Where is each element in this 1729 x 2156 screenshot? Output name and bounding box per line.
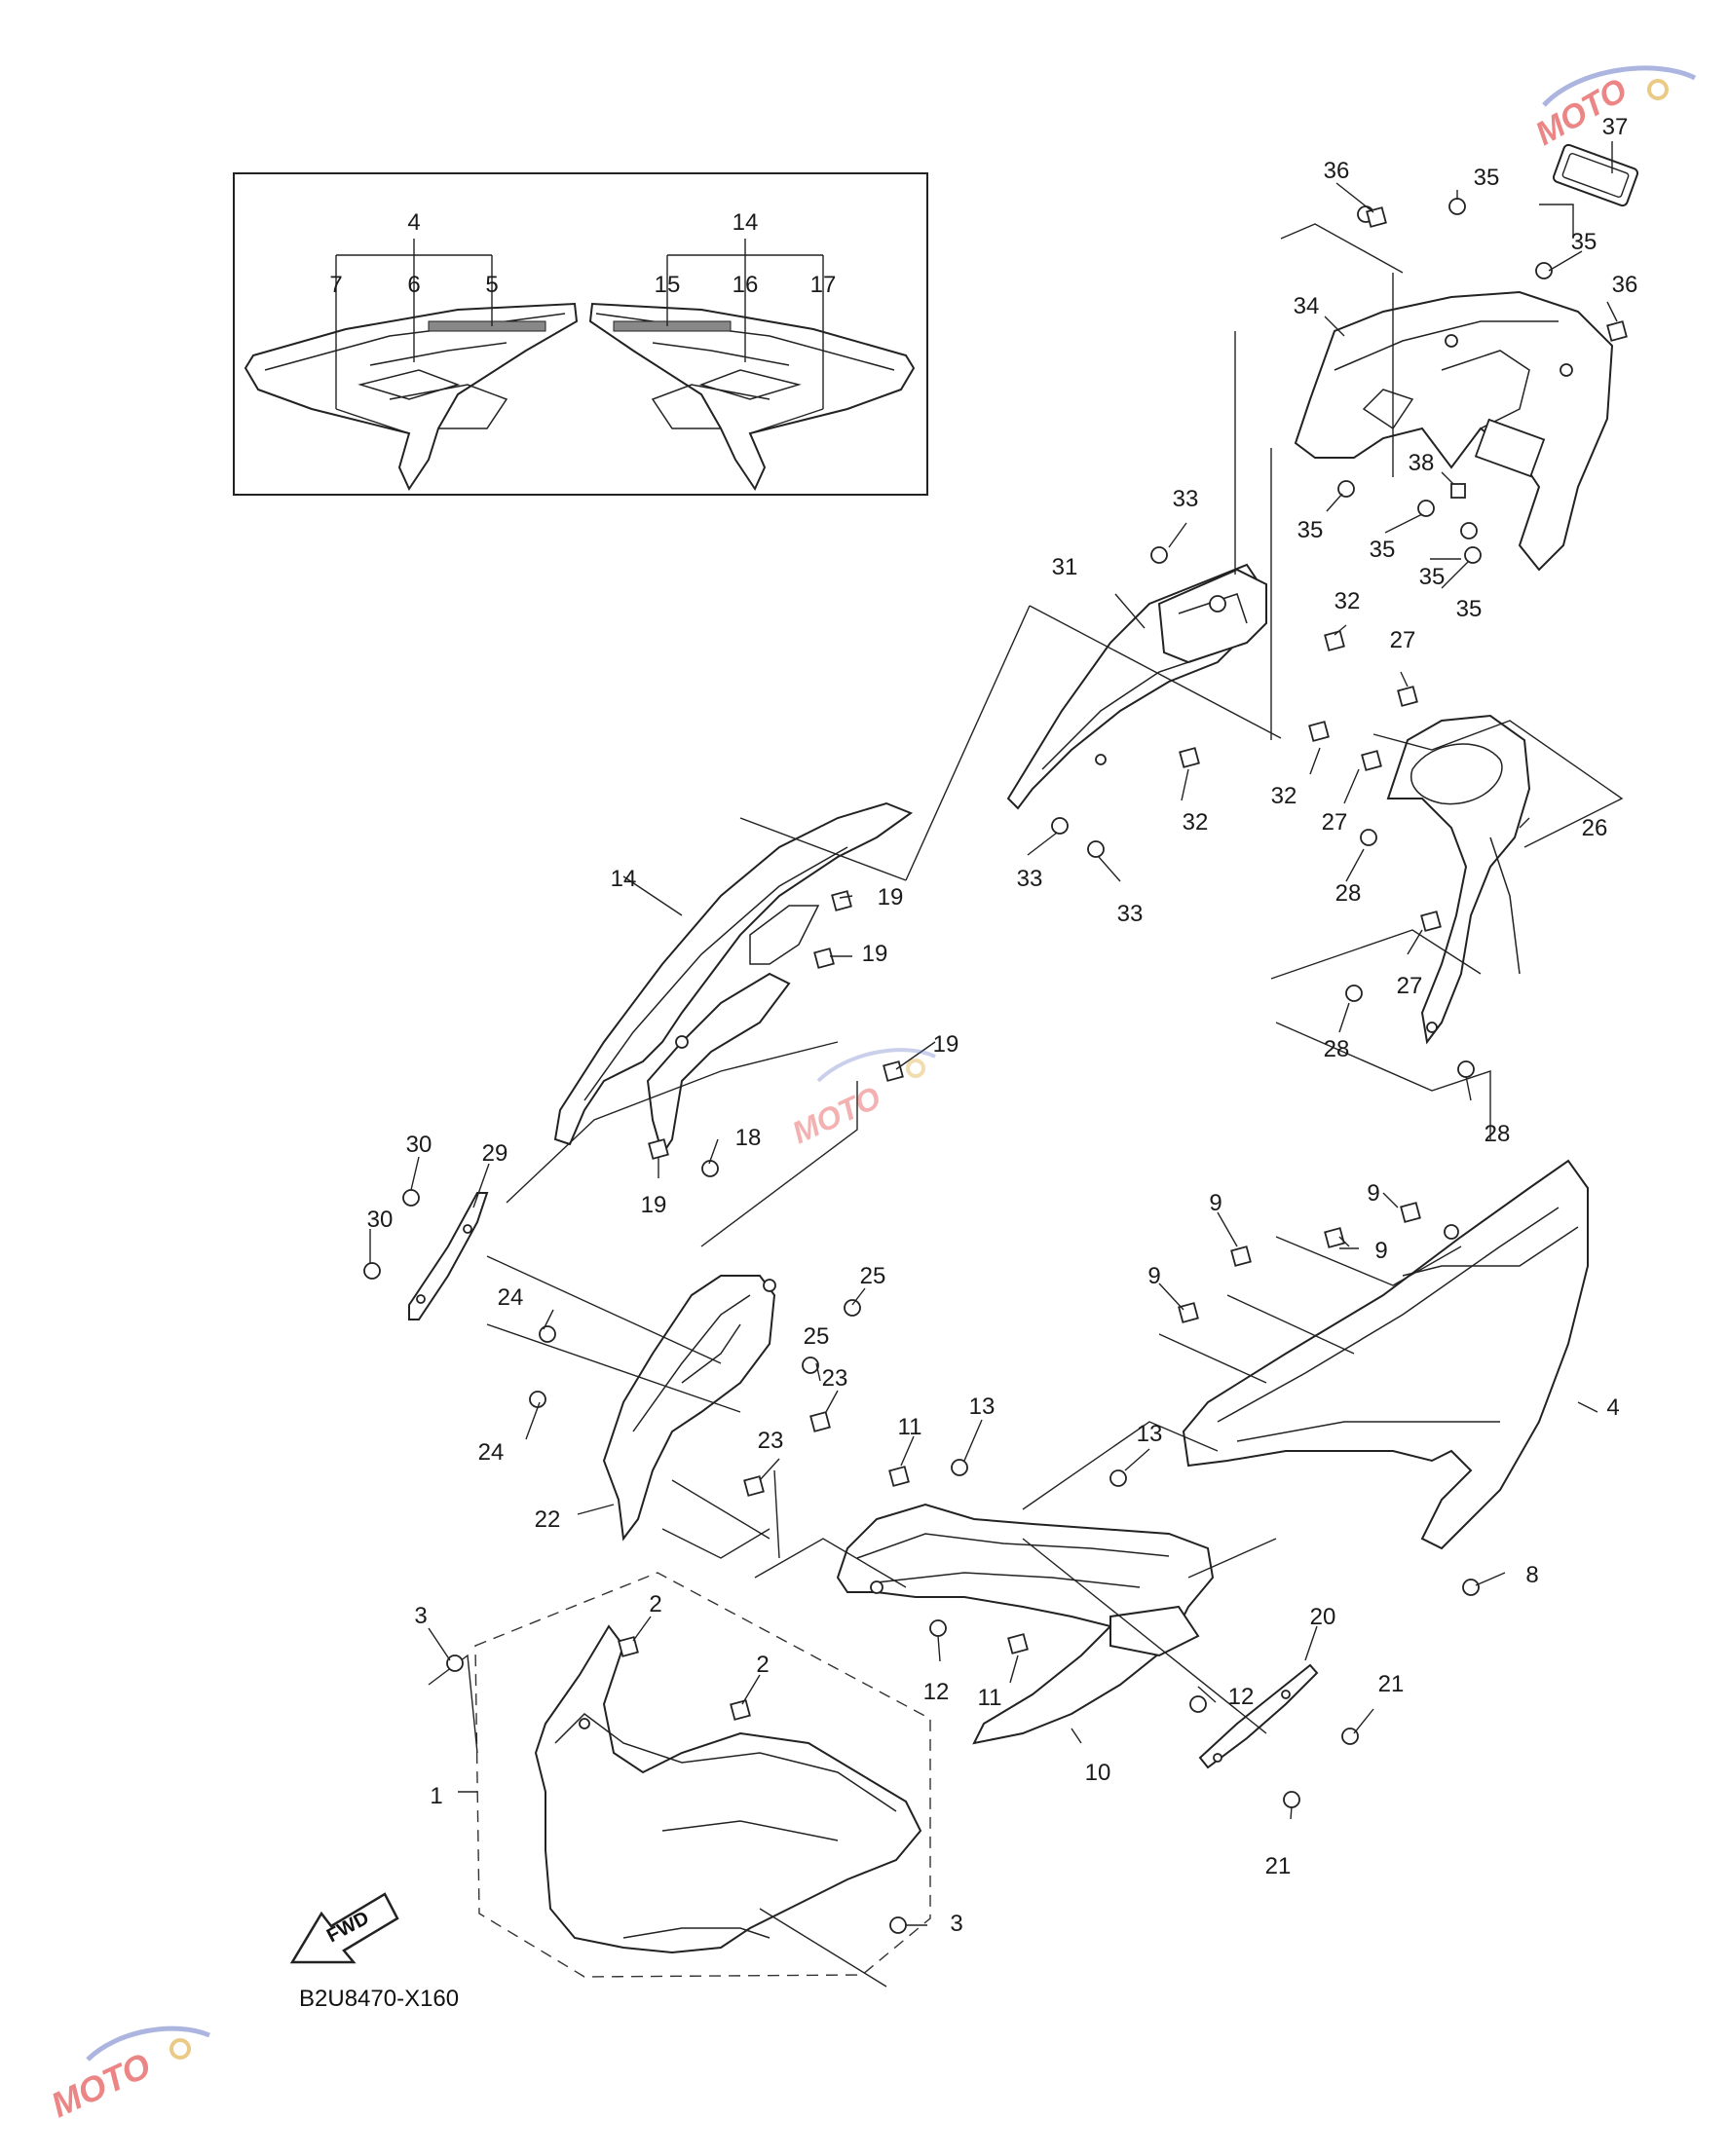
watermark-logo: MOTO bbox=[45, 2026, 210, 2126]
inset-callout-5: 5 bbox=[485, 272, 498, 298]
svg-text:MOTO: MOTO bbox=[787, 1079, 886, 1150]
inset-callout-16: 16 bbox=[733, 272, 759, 298]
callout-31: 31 bbox=[1052, 554, 1078, 580]
callout-23: 23 bbox=[822, 1365, 848, 1392]
callout-19: 19 bbox=[878, 884, 904, 911]
callout-27: 27 bbox=[1390, 627, 1416, 653]
callout-9: 9 bbox=[1209, 1190, 1222, 1216]
part-26-bracket bbox=[1386, 714, 1531, 1045]
callout-19: 19 bbox=[641, 1192, 667, 1218]
inset-callout-14: 14 bbox=[733, 209, 759, 236]
callout-19: 19 bbox=[933, 1031, 959, 1058]
callout-18: 18 bbox=[735, 1125, 762, 1151]
callout-34: 34 bbox=[1294, 293, 1320, 319]
callout-28: 28 bbox=[1324, 1036, 1350, 1062]
callout-24: 24 bbox=[498, 1284, 524, 1311]
callout-35: 35 bbox=[1370, 537, 1396, 563]
part-31-side-panel-bracket bbox=[1006, 563, 1268, 810]
callout-23: 23 bbox=[758, 1428, 784, 1454]
callout-10: 10 bbox=[1085, 1760, 1111, 1786]
part-37-reflector bbox=[1552, 141, 1639, 207]
callout-1: 1 bbox=[430, 1783, 442, 1809]
callout-9: 9 bbox=[1374, 1238, 1387, 1264]
callout-21: 21 bbox=[1378, 1671, 1405, 1697]
callout-32: 32 bbox=[1271, 783, 1297, 809]
callout-35: 35 bbox=[1474, 165, 1500, 191]
callout-27: 27 bbox=[1322, 809, 1348, 836]
callout-33: 33 bbox=[1117, 901, 1144, 927]
callout-36: 36 bbox=[1612, 272, 1638, 298]
part-22-cover bbox=[602, 1275, 776, 1542]
callout-32: 32 bbox=[1334, 588, 1361, 614]
callout-32: 32 bbox=[1183, 809, 1209, 836]
part-10-cover bbox=[836, 1503, 1215, 1745]
part-1-front-cover bbox=[474, 1572, 931, 1978]
callout-25: 25 bbox=[804, 1323, 830, 1350]
callout-24: 24 bbox=[478, 1439, 505, 1466]
callout-30: 30 bbox=[367, 1207, 394, 1233]
callout-11: 11 bbox=[978, 1685, 1002, 1711]
callout-3: 3 bbox=[950, 1911, 962, 1937]
callout-labels: 4 7 6 5 14 15 16 17 37 36 35 35 36 34 38… bbox=[329, 114, 1637, 1937]
inset-callout-15: 15 bbox=[655, 272, 681, 298]
inset-callout-7: 7 bbox=[329, 272, 342, 298]
callout-19: 19 bbox=[862, 941, 888, 967]
callout-13: 13 bbox=[1137, 1421, 1163, 1447]
callout-29: 29 bbox=[482, 1140, 508, 1167]
part-20-strip bbox=[1198, 1663, 1319, 1769]
callout-2: 2 bbox=[756, 1652, 769, 1678]
callout-27: 27 bbox=[1397, 973, 1423, 999]
callout-33: 33 bbox=[1017, 866, 1043, 892]
callout-35: 35 bbox=[1456, 596, 1483, 622]
inset-callout-17: 17 bbox=[810, 272, 837, 298]
inset-callout-6: 6 bbox=[407, 272, 420, 298]
fwd-arrow-icon: FWD bbox=[289, 1892, 399, 1964]
callout-38: 38 bbox=[1409, 450, 1435, 476]
callout-4: 4 bbox=[1606, 1394, 1619, 1421]
part-4-side-cover bbox=[1182, 1159, 1589, 1550]
callout-28: 28 bbox=[1335, 880, 1362, 907]
callout-33: 33 bbox=[1173, 486, 1199, 512]
callout-8: 8 bbox=[1525, 1562, 1538, 1588]
callout-30: 30 bbox=[406, 1132, 432, 1158]
callout-14: 14 bbox=[611, 866, 637, 892]
callout-9: 9 bbox=[1367, 1180, 1379, 1207]
callout-11: 11 bbox=[898, 1414, 922, 1440]
part-34-bracket bbox=[1294, 290, 1614, 572]
callout-35: 35 bbox=[1419, 564, 1446, 590]
callout-21: 21 bbox=[1265, 1853, 1292, 1879]
callout-35: 35 bbox=[1571, 229, 1597, 255]
callout-20: 20 bbox=[1310, 1604, 1336, 1630]
inset-callout-4: 4 bbox=[407, 209, 420, 236]
svg-text:MOTO: MOTO bbox=[1529, 71, 1634, 153]
part-14-side-cover bbox=[553, 801, 914, 1157]
callout-28: 28 bbox=[1485, 1121, 1511, 1147]
watermark-logo: MOTO bbox=[787, 1048, 936, 1150]
callout-2: 2 bbox=[649, 1591, 661, 1617]
callout-9: 9 bbox=[1147, 1263, 1160, 1289]
callout-25: 25 bbox=[860, 1263, 886, 1289]
callout-22: 22 bbox=[535, 1506, 561, 1533]
decal-inset bbox=[233, 172, 928, 496]
callout-leaders bbox=[369, 182, 1618, 1926]
callout-35: 35 bbox=[1297, 517, 1324, 543]
diagram-code: B2U8470-X160 bbox=[299, 1986, 459, 2012]
callout-26: 26 bbox=[1582, 815, 1608, 841]
callout-12: 12 bbox=[1228, 1684, 1255, 1710]
callout-37: 37 bbox=[1602, 114, 1629, 140]
callout-13: 13 bbox=[969, 1394, 996, 1420]
fasteners bbox=[363, 198, 1628, 1934]
callout-3: 3 bbox=[414, 1603, 427, 1629]
assembly-guides bbox=[428, 204, 1624, 1988]
svg-text:MOTO: MOTO bbox=[45, 2045, 157, 2126]
part-29-strip bbox=[408, 1192, 489, 1320]
callout-36: 36 bbox=[1324, 158, 1350, 184]
callout-12: 12 bbox=[923, 1679, 950, 1705]
